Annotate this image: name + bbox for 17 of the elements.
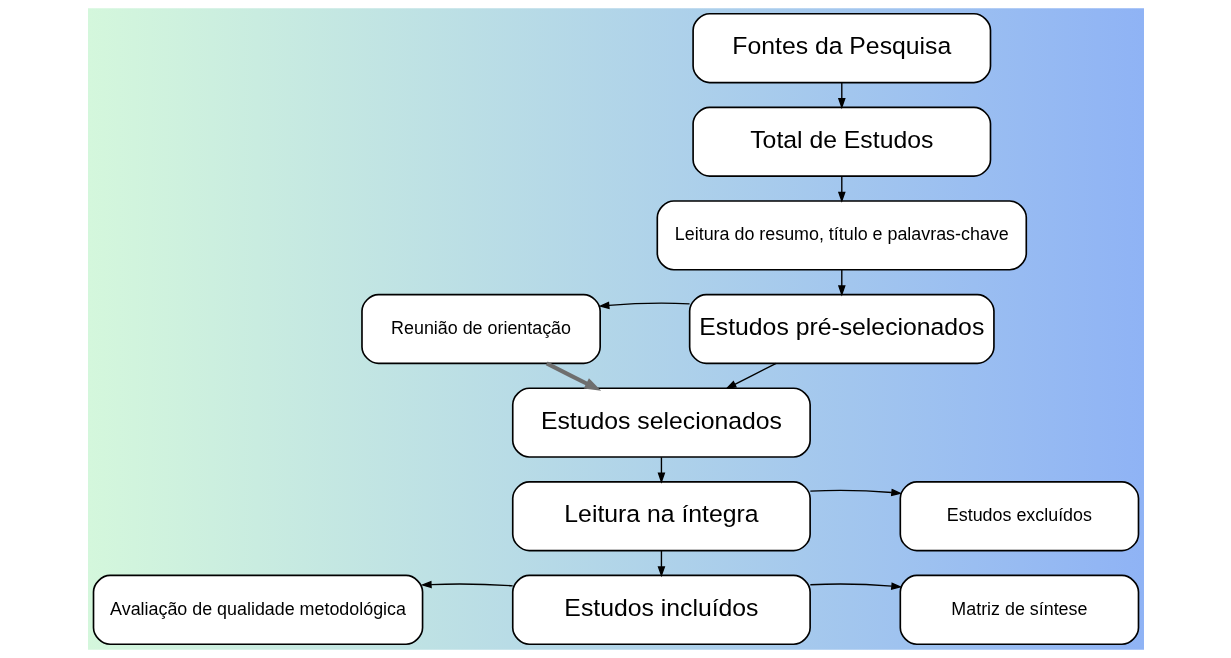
node-box: Reunião de orientação: [360, 293, 601, 365]
node-box: Avaliação de qualidade metodológica: [92, 574, 423, 646]
node-box: Estudos incluídos: [511, 574, 811, 646]
node-box: Total de Estudos: [691, 106, 991, 177]
arrow: [724, 362, 777, 389]
arrow: [809, 488, 902, 497]
node-box: Leitura do resumo, título e palavras-chave: [655, 200, 1027, 271]
arrow: [545, 361, 601, 391]
arrow: [809, 582, 902, 590]
arrow: [420, 580, 513, 589]
node-box: Estudos pré-selecionados: [688, 293, 995, 365]
node-box: Estudos selecionados: [511, 387, 811, 458]
arrow: [597, 301, 690, 310]
node-box: Estudos excluídos: [899, 481, 1139, 552]
node-box: Matriz de síntese: [899, 574, 1139, 646]
node-box: Fontes da Pesquisa: [691, 12, 991, 84]
node-box: Leitura na íntegra: [511, 481, 811, 552]
